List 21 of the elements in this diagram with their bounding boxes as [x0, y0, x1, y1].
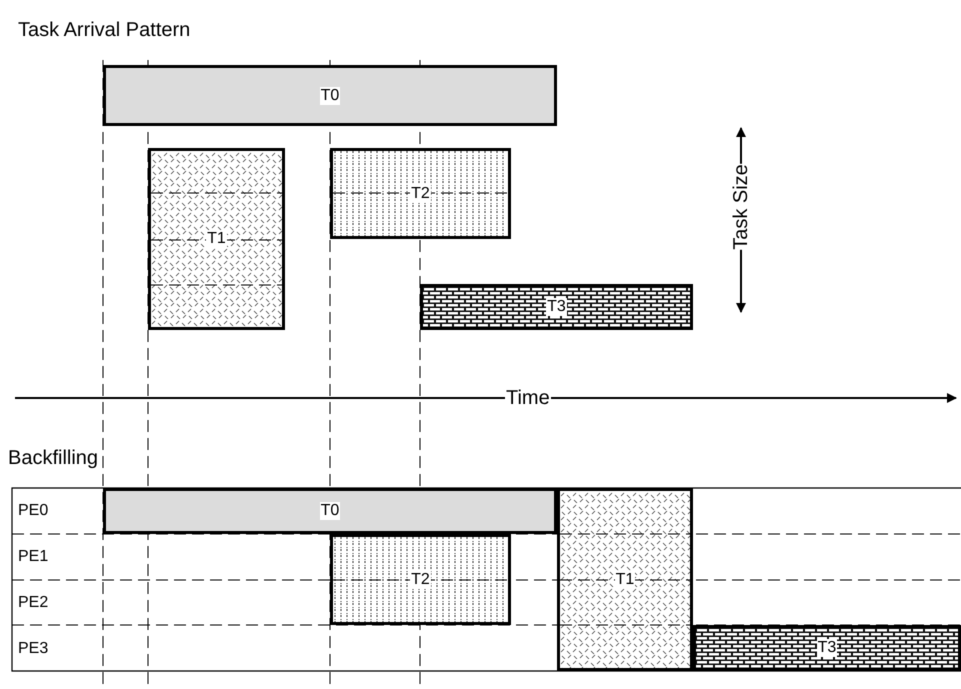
task-bar [693, 625, 961, 671]
task-label: T0 [320, 86, 340, 104]
row-label: PE1 [18, 547, 48, 567]
task-label: T3 [816, 639, 838, 657]
task-bar [148, 148, 285, 330]
task-label: T2 [410, 184, 431, 202]
row-label: PE2 [18, 593, 48, 613]
task-bar [557, 488, 693, 671]
task-label: T1 [206, 230, 227, 248]
task-label: T1 [614, 570, 636, 588]
task-bar [420, 284, 693, 330]
task-label: T3 [546, 298, 567, 316]
row-label: PE3 [18, 639, 48, 659]
task-bar [330, 534, 511, 625]
row-label: PE0 [18, 501, 48, 521]
task-label: T2 [410, 570, 431, 588]
task-bar [330, 148, 511, 239]
task-label: T0 [320, 502, 340, 520]
task-bar [103, 488, 557, 534]
section-title: Task Arrival Pattern [18, 18, 190, 42]
task-bar [103, 65, 557, 126]
